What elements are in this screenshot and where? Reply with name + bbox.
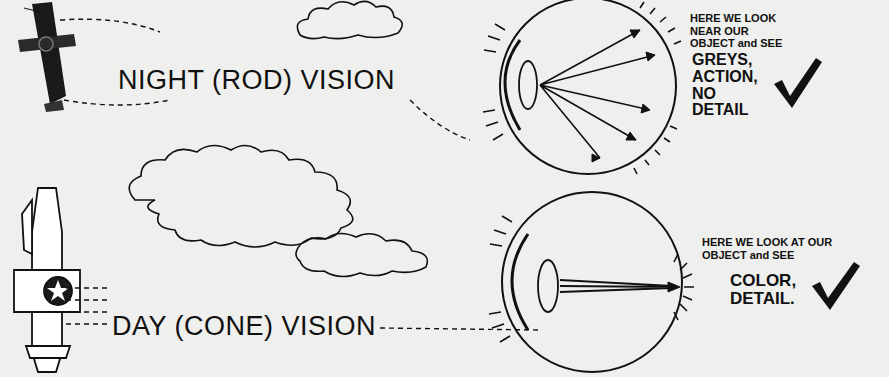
day-eye bbox=[512, 234, 528, 330]
day-eye bbox=[489, 216, 512, 342]
day-plane bbox=[14, 188, 80, 372]
sight-line bbox=[66, 323, 108, 324]
note-text: HERE WE LOOK NEAR OUR OBJECT and SEE bbox=[690, 12, 790, 50]
night-plane bbox=[24, 8, 40, 12]
night-eye bbox=[483, 0, 681, 174]
sight-line bbox=[66, 311, 108, 312]
cloud-outline bbox=[129, 145, 353, 247]
sight-line bbox=[60, 19, 540, 330]
night-plane bbox=[39, 37, 53, 51]
cloud-outline bbox=[129, 1, 427, 276]
day-plane bbox=[26, 346, 70, 358]
day-eye bbox=[502, 192, 682, 372]
day-eye bbox=[489, 192, 694, 372]
sight-line bbox=[60, 19, 160, 32]
night-eye bbox=[634, 2, 681, 174]
night-plane bbox=[32, 2, 66, 104]
sight-line bbox=[410, 100, 470, 140]
cloud-outline bbox=[296, 233, 427, 276]
night-eye bbox=[540, 30, 655, 158]
day-plane bbox=[14, 270, 80, 312]
night-eye bbox=[592, 30, 655, 162]
sight-line bbox=[66, 287, 108, 288]
day-eye bbox=[560, 280, 676, 292]
day-eye bbox=[674, 254, 694, 320]
day-plane bbox=[44, 277, 72, 305]
day-eye bbox=[668, 282, 680, 292]
night-plane bbox=[18, 2, 76, 112]
night-eye bbox=[500, 0, 676, 174]
night-plane bbox=[44, 100, 64, 112]
vision-title: NIGHT (ROD) VISION bbox=[118, 66, 395, 96]
vision-title: DAY (CONE) VISION bbox=[112, 312, 376, 342]
check-mark bbox=[812, 262, 860, 310]
night-eye bbox=[519, 61, 537, 109]
check-mark bbox=[774, 58, 822, 108]
sight-line bbox=[64, 100, 170, 105]
day-plane bbox=[22, 200, 32, 254]
cloud-outline bbox=[297, 1, 402, 38]
note-text: HERE WE LOOK AT OUR OBJECT and SEE bbox=[702, 236, 878, 261]
night-plane bbox=[18, 34, 76, 52]
day-plane bbox=[47, 280, 69, 301]
day-eye bbox=[538, 260, 558, 312]
night-eye bbox=[483, 24, 505, 140]
sight-line bbox=[66, 299, 108, 300]
night-eye bbox=[505, 40, 520, 130]
result-text: COLOR, DETAIL. bbox=[730, 272, 810, 308]
result-text: GREYS, ACTION, NO DETAIL bbox=[692, 52, 774, 119]
